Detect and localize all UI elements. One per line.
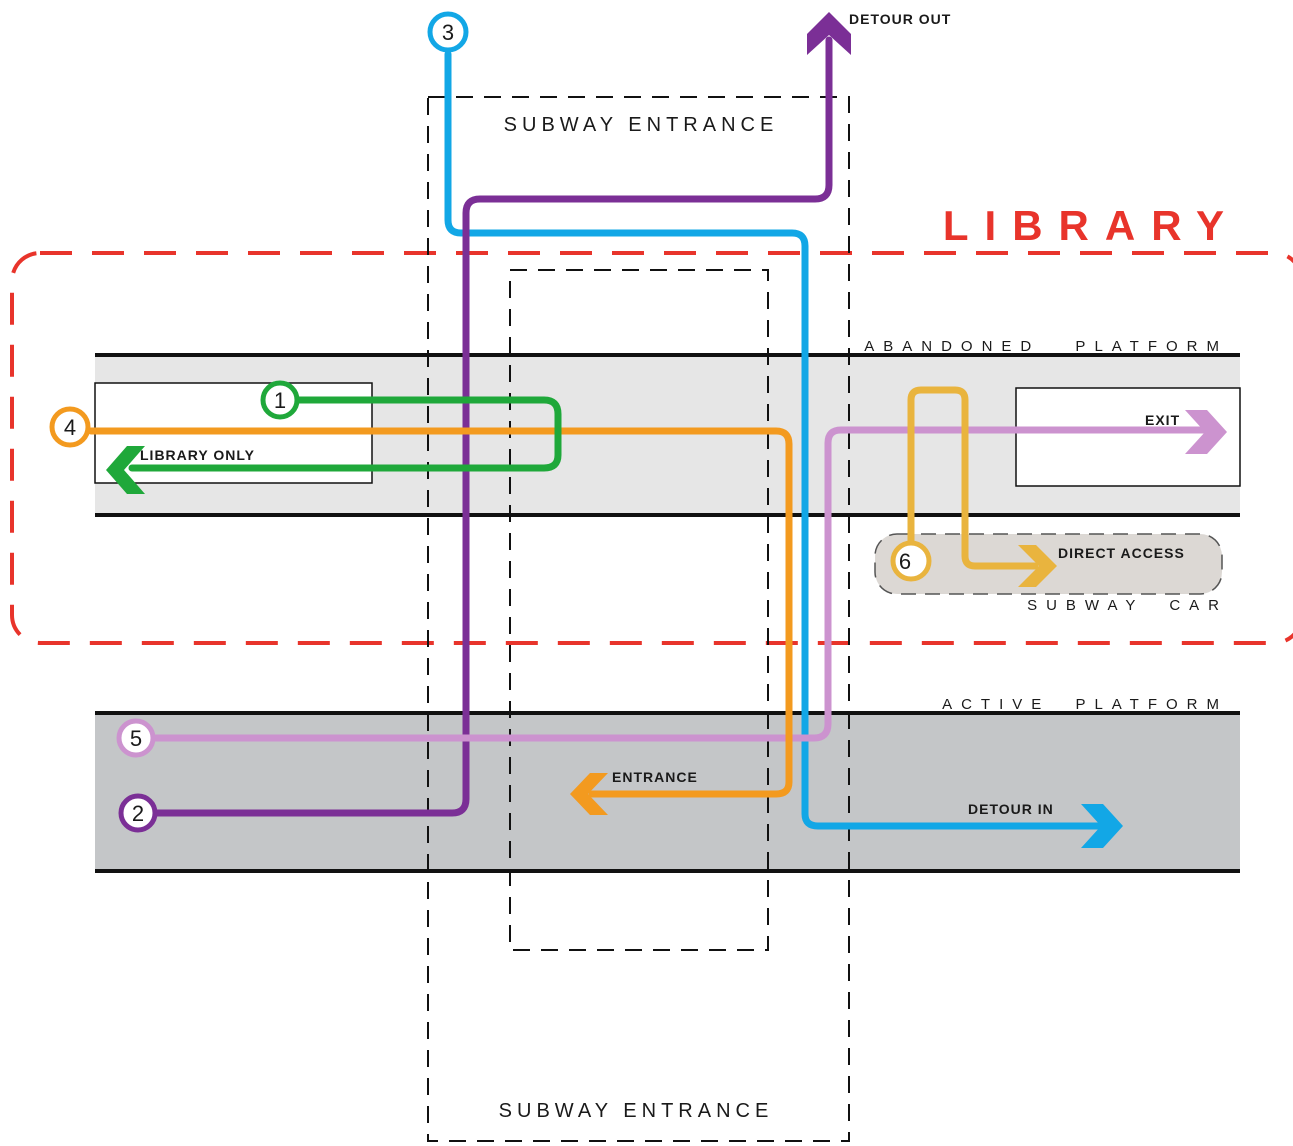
route-5 — [152, 410, 1227, 742]
library-only-label: LIBRARY ONLY — [140, 447, 255, 463]
route-3-number: 3 — [442, 20, 454, 45]
route-1-marker: 1 — [260, 380, 300, 420]
detour-in-arrow — [1081, 804, 1123, 848]
subway-entrance-outer-box — [427, 96, 850, 1142]
subway-entrance-inner-box — [509, 269, 769, 951]
route-2 — [151, 12, 851, 817]
entrance-label: ENTRANCE — [612, 769, 698, 785]
route-3 — [444, 50, 1123, 848]
active-platform-label: ACTIVE PLATFORM — [942, 696, 1228, 713]
exit-arrow — [1185, 410, 1227, 454]
library-title: LIBRARY — [943, 202, 1240, 249]
route-3-marker: 3 — [427, 11, 469, 53]
library-only-arrow — [106, 446, 145, 494]
detour-in-label: DETOUR IN — [968, 801, 1054, 817]
route-5-number: 5 — [130, 726, 142, 751]
route-4-number: 4 — [64, 415, 76, 440]
direct-access-arrow — [1018, 545, 1057, 587]
route-6 — [907, 386, 1057, 587]
route-1 — [106, 396, 562, 494]
exit-label: EXIT — [1145, 412, 1180, 428]
subway-entrance-bottom-label: SUBWAY ENTRANCE — [499, 1100, 774, 1122]
detour-out-label: DETOUR OUT — [849, 11, 951, 27]
route-4-marker: 4 — [49, 406, 91, 448]
route-2-number: 2 — [132, 801, 144, 826]
abandoned-platform-label: ABANDONED PLATFORM — [864, 338, 1228, 355]
detour-out-arrow — [807, 12, 851, 55]
route-6-number: 6 — [899, 549, 911, 574]
route-2-marker: 2 — [118, 793, 158, 833]
route-4 — [87, 427, 793, 815]
subway-entrance-top-label: SUBWAY ENTRANCE — [504, 114, 779, 136]
subway-car-label: SUBWAY CAR — [1027, 597, 1228, 614]
route-1-number: 1 — [274, 388, 286, 413]
route-5-marker: 5 — [116, 718, 156, 758]
direct-access-label: DIRECT ACCESS — [1058, 545, 1185, 561]
entrance-arrow — [570, 773, 608, 815]
route-6-marker: 6 — [890, 540, 932, 582]
